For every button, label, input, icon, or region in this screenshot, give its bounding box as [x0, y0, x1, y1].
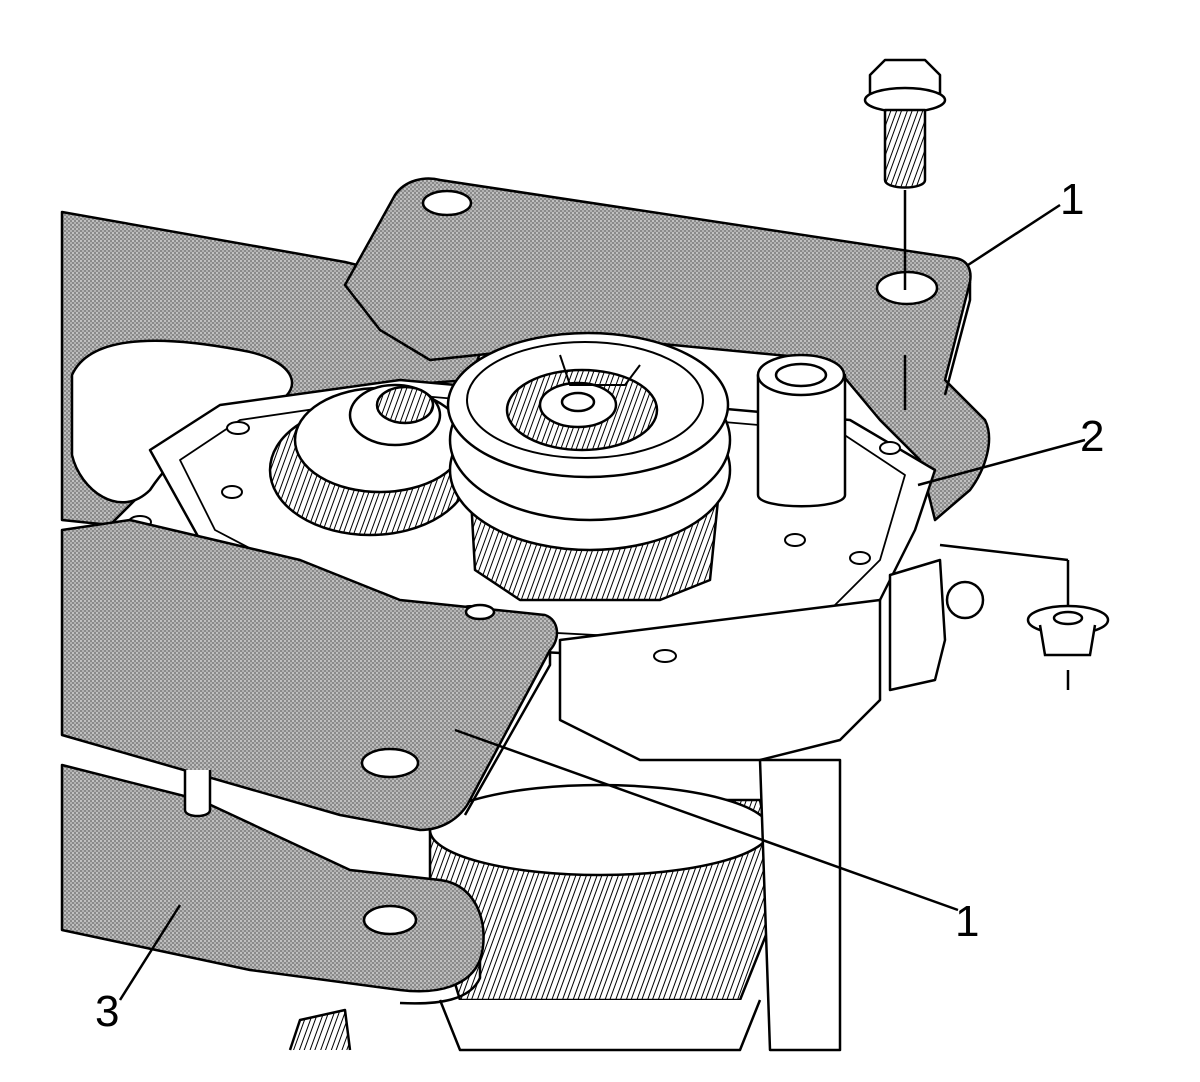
lower-plate-edge: [463, 650, 552, 816]
nut: [939, 543, 1110, 690]
synchro-notch: [559, 354, 641, 386]
side-bracket: [888, 558, 947, 692]
right-support: [758, 758, 842, 1052]
callout-2: 2: [1080, 412, 1105, 461]
upper-fixture-plate: [343, 177, 991, 522]
lower-shaft: [438, 999, 762, 1052]
callout-1-upper: 1: [1060, 175, 1085, 224]
lower-gear-top: [428, 783, 772, 877]
small-gear-edge: [288, 1008, 352, 1051]
upper-plate-edge: [943, 282, 972, 396]
plate-hole-top: [421, 189, 473, 217]
leader-lines: [118, 203, 1086, 1001]
left-gear-spline: [375, 385, 435, 425]
lower-plate-hole: [360, 747, 420, 779]
sleeve-bore: [774, 362, 828, 388]
leader-1-upper: [967, 203, 1061, 267]
callout-1-lower: 1: [955, 897, 980, 946]
shift-sleeve: [756, 373, 847, 508]
support-arm: [60, 763, 485, 993]
leader-1-lower: [454, 728, 959, 912]
housing-body: [558, 598, 882, 762]
shaft-center: [560, 391, 596, 413]
callout-3: 3: [95, 987, 120, 1036]
side-plug: [945, 580, 985, 620]
bolt: [863, 58, 947, 410]
locating-pin: [183, 770, 212, 818]
bolt-hole-upper: [875, 270, 939, 306]
leader-3: [118, 904, 182, 1001]
support-arm-edge: [399, 960, 482, 1005]
leader-2: [917, 438, 1086, 487]
support-arm-hole: [362, 904, 418, 936]
lower-fixture-plate: [60, 518, 559, 832]
lower-plate-hole-small: [464, 603, 496, 621]
